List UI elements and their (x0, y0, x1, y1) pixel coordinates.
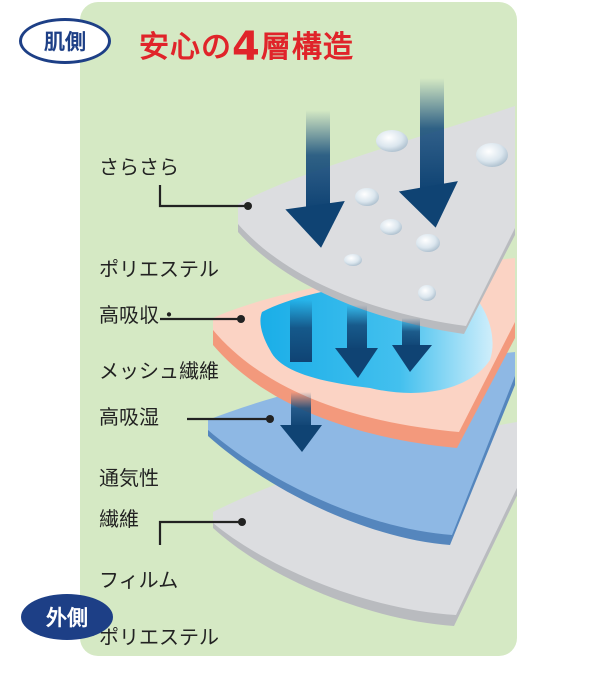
skin-side-badge: 肌側 (19, 18, 111, 64)
leader-lines (158, 185, 270, 545)
layer-4-label: ポリエステル (99, 552, 219, 688)
layer-1-label-line: さらさら (99, 155, 179, 179)
leader-line-layer-4 (158, 520, 242, 545)
diagram-title: 安心の4層構造 (139, 22, 354, 67)
leader-dots (237, 202, 274, 526)
down-arrow-icon (392, 318, 432, 372)
layer-1-label: さらさら ポリエステル メッシュ繊維 (99, 82, 219, 422)
down-arrow-icon (280, 392, 322, 452)
layer-illustration (158, 78, 517, 626)
layer-2-label-line: 高吸湿 (99, 405, 159, 429)
layer-3-label-line: 通気性 (99, 466, 159, 490)
title-prefix: 安心の (139, 30, 232, 65)
title-number: 4 (232, 24, 261, 70)
water-droplet-icon (344, 130, 508, 301)
layer-1-label-line: メッシュ繊維 (99, 359, 219, 383)
leader-line-layer-1 (158, 185, 247, 208)
layer-2-label-line: 高吸収・ (99, 303, 179, 327)
down-arrow-icon (290, 300, 312, 362)
title-suffix: 層構造 (260, 30, 354, 65)
down-arrow-icon (335, 305, 378, 378)
skin-side-label: 肌側 (44, 30, 86, 54)
layer-3-label: 通気性 フィルム (99, 393, 178, 631)
outer-side-label: 外側 (46, 606, 88, 630)
layer-1-mesh (238, 106, 515, 334)
layer-2-label-line: 繊維 (99, 507, 139, 531)
down-arrow-icon (398, 78, 458, 228)
layer-1-label-line: ポリエステル (99, 257, 219, 281)
layer-2-label: 高吸収・ 高吸湿 繊維 (99, 230, 179, 570)
outer-side-badge: 外側 (21, 594, 113, 640)
layer-4-label-line: ポリエステル (99, 625, 219, 649)
layer-3-label-line: フィルム (99, 568, 179, 592)
down-arrow-icon (285, 110, 345, 248)
